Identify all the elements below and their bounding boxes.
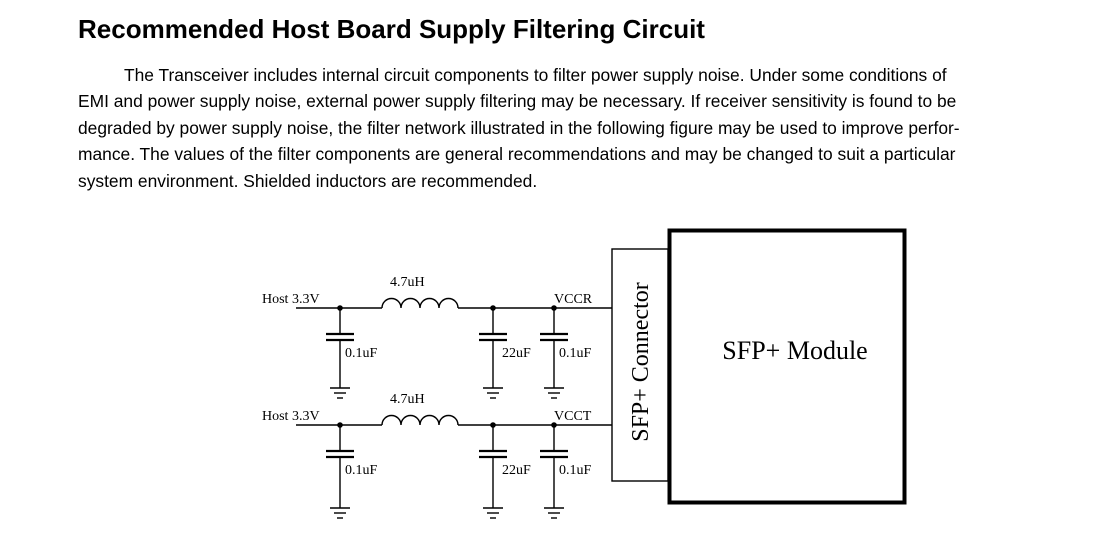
inductor-symbol [381, 414, 459, 426]
capacitor-value-label: 0.1uF [559, 346, 592, 361]
capacitor-symbol [540, 308, 568, 399]
rail-name-label: VCCR [554, 292, 593, 307]
capacitor-symbol [540, 425, 568, 519]
section-title: Recommended Host Board Supply Filtering … [78, 14, 705, 44]
sfp-connector: SFP+ Connector [611, 248, 669, 482]
capacitor-value-label: 22uF [502, 346, 531, 361]
inductor-value-label: 4.7uH [390, 392, 425, 407]
capacitor-symbol [479, 308, 507, 399]
paragraph-line: The Transceiver includes internal circui… [124, 65, 947, 85]
capacitor-value-label: 0.1uF [559, 463, 592, 478]
capacitor-value-label: 22uF [502, 463, 531, 478]
inductor-value-label: 4.7uH [390, 275, 425, 290]
host-voltage-label: Host 3.3V [262, 409, 320, 424]
paragraph-line: system environment. Shielded inductors a… [78, 170, 538, 191]
paragraph-line: degraded by power supply noise, the filt… [78, 117, 960, 138]
capacitor-symbol [326, 425, 354, 519]
module-label: SFP+ Module [722, 336, 867, 365]
rail-name-label: VCCT [554, 409, 592, 424]
rail-vcct: Host 3.3V 4.7uH VCCT 0.1uF [262, 392, 612, 519]
paragraph-line: EMI and power supply noise, external pow… [78, 91, 957, 112]
sfp-module: SFP+ Module [667, 228, 907, 505]
inductor-symbol [381, 297, 459, 309]
description-paragraph: The Transceiver includes internal circui… [78, 62, 1068, 194]
capacitor-value-label: 0.1uF [345, 463, 378, 478]
capacitor-symbol [326, 308, 354, 399]
paragraph-line: mance. The values of the filter componen… [78, 144, 956, 165]
capacitor-value-label: 0.1uF [345, 346, 378, 361]
host-voltage-label: Host 3.3V [262, 292, 320, 307]
connector-label: SFP+ Connector [628, 282, 654, 442]
rail-vccr: Host 3.3V 4.7uH VCCR 0.1uF [262, 275, 612, 399]
capacitor-symbol [479, 425, 507, 519]
